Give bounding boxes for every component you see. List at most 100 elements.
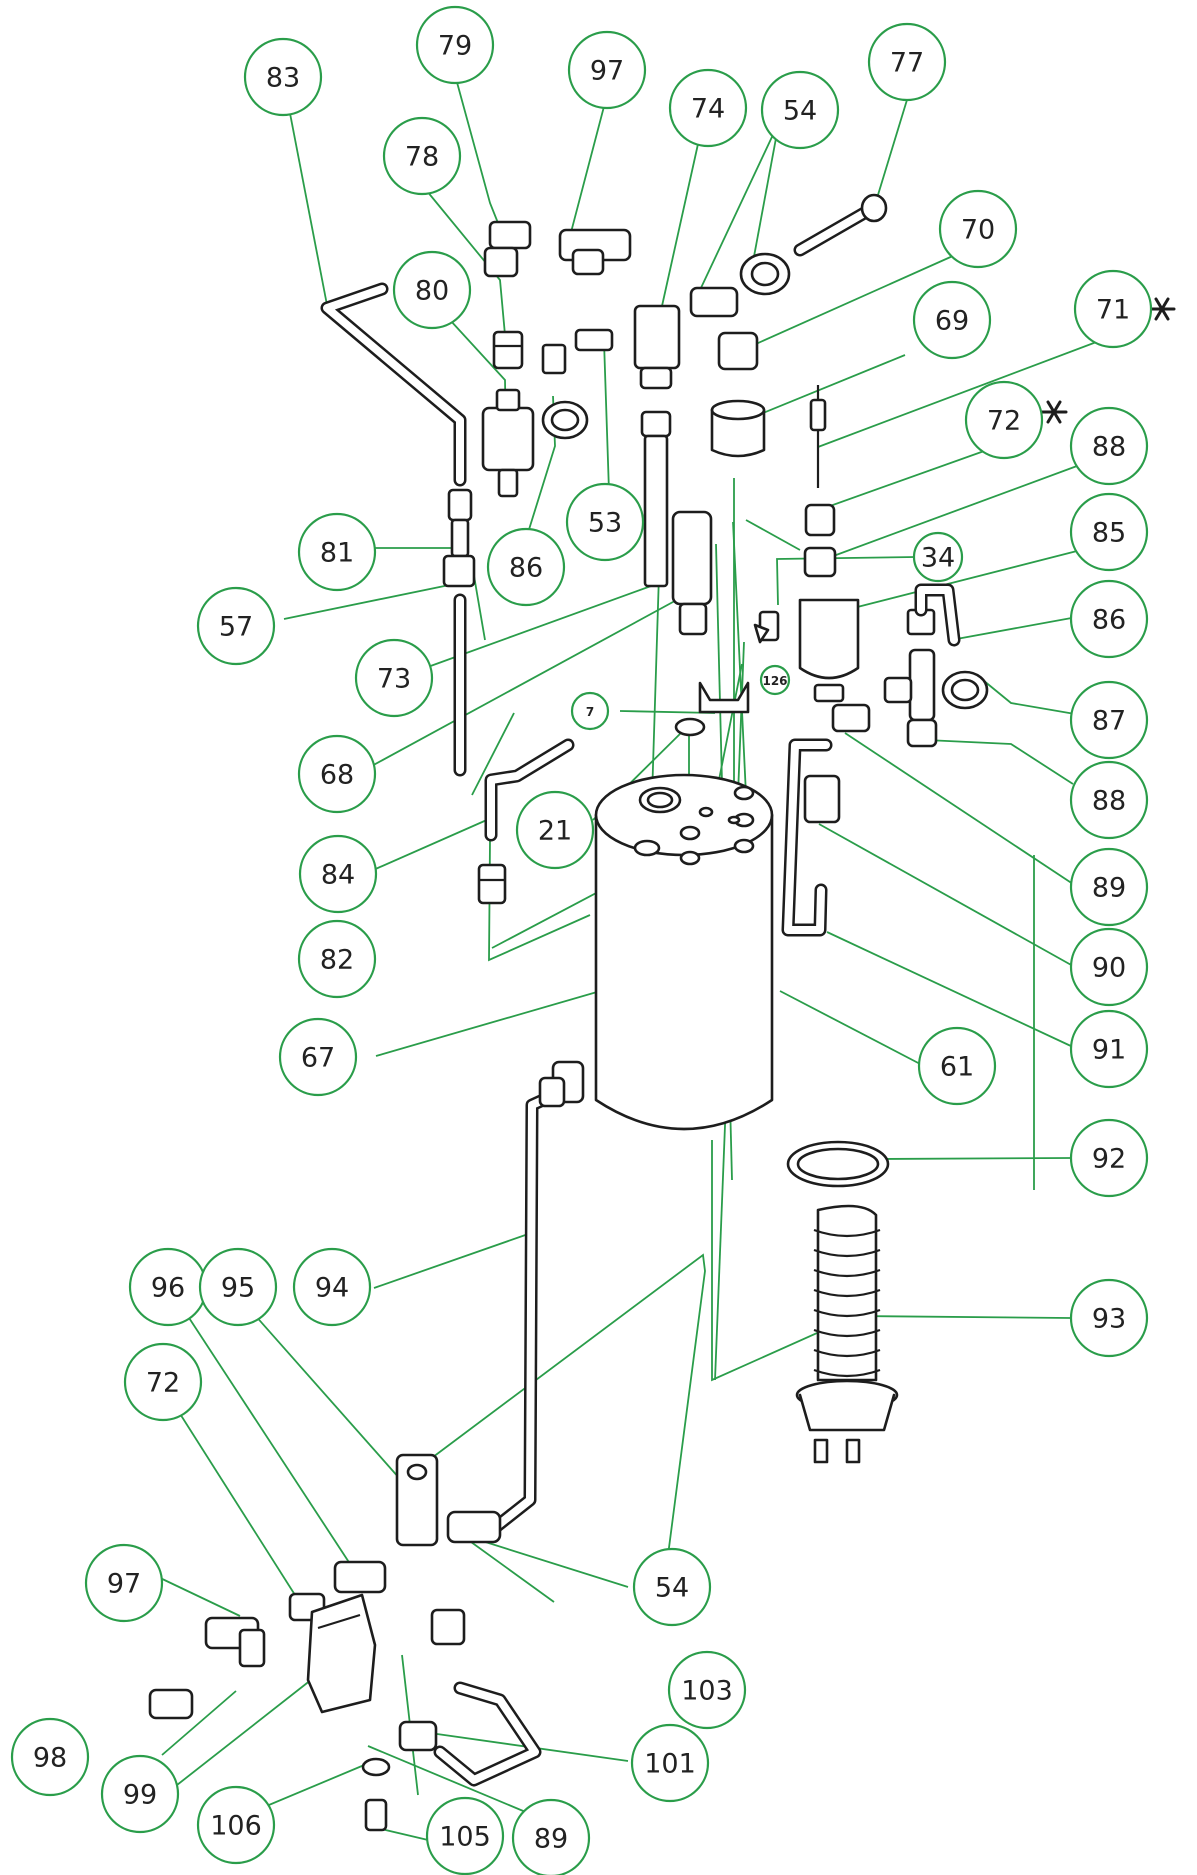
asterisk-72 <box>1040 400 1068 424</box>
callout-71: 71 <box>1073 269 1153 349</box>
callout-85: 85 <box>1069 492 1149 572</box>
callout-label: 98 <box>33 1743 67 1774</box>
callout-circle <box>964 380 1044 460</box>
callout-label: 99 <box>123 1780 157 1811</box>
callout-106: 106 <box>196 1785 276 1865</box>
callout-86: 86 <box>1069 579 1149 659</box>
callout-97: 97 <box>84 1543 164 1623</box>
callout-circle <box>297 512 377 592</box>
callout-label: 72 <box>146 1368 180 1399</box>
callout-label: 85 <box>1092 518 1126 549</box>
callout-circle <box>867 22 947 102</box>
callout-circle <box>1069 847 1149 927</box>
callout-label: 88 <box>1092 432 1126 463</box>
callout-circle <box>1069 579 1149 659</box>
callout-81: 81 <box>297 512 377 592</box>
callout-label: 57 <box>219 612 253 643</box>
callout-94: 94 <box>292 1247 372 1327</box>
parts-line-art <box>148 193 989 1832</box>
callout-circle <box>567 30 647 110</box>
callout-label: 80 <box>415 276 449 307</box>
callout-label: 91 <box>1092 1035 1126 1066</box>
callout-80: 80 <box>392 250 472 330</box>
callout-circle <box>760 70 840 150</box>
callout-label: 92 <box>1092 1144 1126 1175</box>
callout-label: 94 <box>315 1273 349 1304</box>
callout-circle <box>84 1543 164 1623</box>
callout-circle <box>10 1717 90 1797</box>
callout-circle <box>667 1650 747 1730</box>
callout-label: 73 <box>377 664 411 695</box>
callout-label: 54 <box>783 96 817 127</box>
callout-label: 87 <box>1092 706 1126 737</box>
callout-88: 88 <box>1069 760 1149 840</box>
callout-circle <box>392 250 472 330</box>
callout-105: 105 <box>425 1796 505 1875</box>
callout-95: 95 <box>198 1247 278 1327</box>
callout-67: 67 <box>278 1017 358 1097</box>
callout-circle <box>425 1796 505 1875</box>
callout-98: 98 <box>10 1717 90 1797</box>
callout-103: 103 <box>667 1650 747 1730</box>
callout-34: 34 <box>912 531 964 583</box>
callout-circle <box>354 638 434 718</box>
callout-label: 101 <box>644 1749 696 1780</box>
callout-86: 86 <box>486 527 566 607</box>
callout-label: 89 <box>534 1824 568 1855</box>
callout-label: 89 <box>1092 873 1126 904</box>
callout-circle <box>1069 492 1149 572</box>
callout-label: 83 <box>266 63 300 94</box>
callout-circle <box>292 1247 372 1327</box>
callout-circle <box>100 1754 180 1834</box>
callout-circle <box>1069 1278 1149 1358</box>
callout-92: 92 <box>1069 1118 1149 1198</box>
callout-78: 78 <box>382 116 462 196</box>
callout-57: 57 <box>196 586 276 666</box>
callout-label: 71 <box>1096 295 1130 326</box>
callout-101: 101 <box>630 1723 710 1803</box>
callout-circle <box>1069 927 1149 1007</box>
callout-circle <box>1069 1118 1149 1198</box>
callout-circle <box>298 834 378 914</box>
callout-label: 74 <box>691 94 725 125</box>
callout-label: 126 <box>762 674 787 688</box>
callout-circle <box>912 531 964 583</box>
callout-label: 21 <box>538 816 572 847</box>
callout-circle <box>297 734 377 814</box>
callout-label: 106 <box>210 1811 262 1842</box>
callout-label: 86 <box>509 553 543 584</box>
callout-label: 79 <box>438 31 472 62</box>
callout-circle <box>668 68 748 148</box>
callout-label: 97 <box>107 1569 141 1600</box>
callout-74: 74 <box>668 68 748 148</box>
callout-126: 126 <box>759 664 791 696</box>
callout-circle <box>565 482 645 562</box>
callout-label: 96 <box>151 1273 185 1304</box>
callout-69: 69 <box>912 280 992 360</box>
callout-72: 72 <box>123 1342 203 1422</box>
callout-circle <box>570 691 610 731</box>
callout-label: 54 <box>655 1573 689 1604</box>
callout-circle <box>630 1723 710 1803</box>
callout-label: 97 <box>590 56 624 87</box>
callout-label: 69 <box>935 306 969 337</box>
callout-label: 93 <box>1092 1304 1126 1335</box>
callout-21: 21 <box>515 790 595 870</box>
callout-96: 96 <box>128 1247 208 1327</box>
callout-61: 61 <box>917 1026 997 1106</box>
callout-circle <box>511 1798 591 1875</box>
callout-label: 61 <box>940 1052 974 1083</box>
callout-circle <box>123 1342 203 1422</box>
callout-54: 54 <box>760 70 840 150</box>
callout-87: 87 <box>1069 680 1149 760</box>
callout-7: 7 <box>570 691 610 731</box>
callout-label: 53 <box>588 508 622 539</box>
callout-label: 70 <box>961 215 995 246</box>
callout-label: 34 <box>921 543 955 574</box>
callout-88: 88 <box>1069 406 1149 486</box>
callout-label: 84 <box>321 860 355 891</box>
callout-79: 79 <box>415 5 495 85</box>
callout-label: 7 <box>586 705 594 719</box>
callout-70: 70 <box>938 189 1018 269</box>
